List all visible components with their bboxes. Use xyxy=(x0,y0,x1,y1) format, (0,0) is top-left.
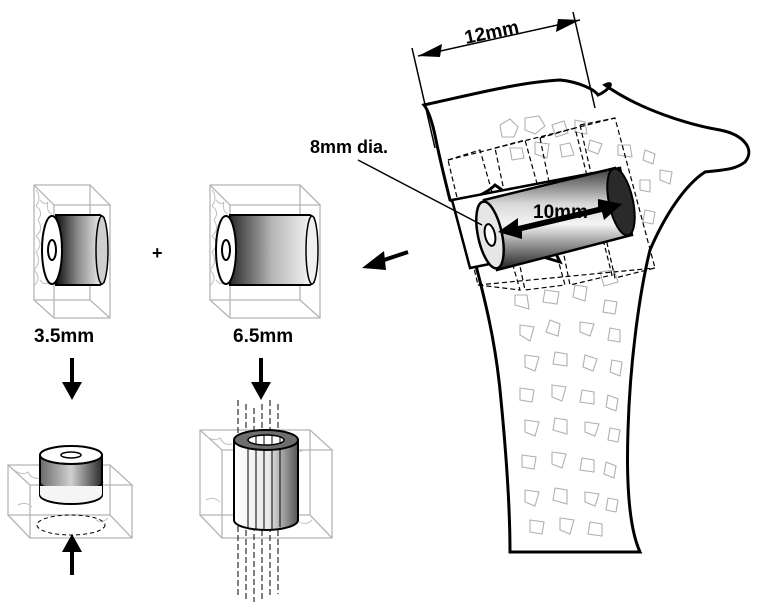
trabecular-pattern xyxy=(499,115,673,537)
length-dimension-arrow xyxy=(498,199,622,239)
length-label: 10mm xyxy=(533,202,588,223)
diameter-label: 8mm dia. xyxy=(310,137,388,157)
width-dimension xyxy=(411,11,596,149)
segment-large-label: 6.5mm xyxy=(233,326,293,347)
plus-sign: + xyxy=(152,243,163,263)
sliced-specimen xyxy=(199,400,334,602)
width-label: 12mm xyxy=(463,17,521,49)
bone-illustration: 10mm 8mm dia. 12mm xyxy=(310,11,751,554)
diameter-leader-line xyxy=(357,159,483,226)
down-arrow-large xyxy=(251,358,271,400)
extraction-arrowhead xyxy=(362,251,386,270)
segment-small-label: 3.5mm xyxy=(34,326,94,347)
bone-outline xyxy=(421,78,751,554)
segment-small-box xyxy=(33,184,112,319)
segment-large-box xyxy=(209,184,322,319)
down-arrow-small xyxy=(62,358,82,400)
compression-specimen xyxy=(7,445,134,575)
